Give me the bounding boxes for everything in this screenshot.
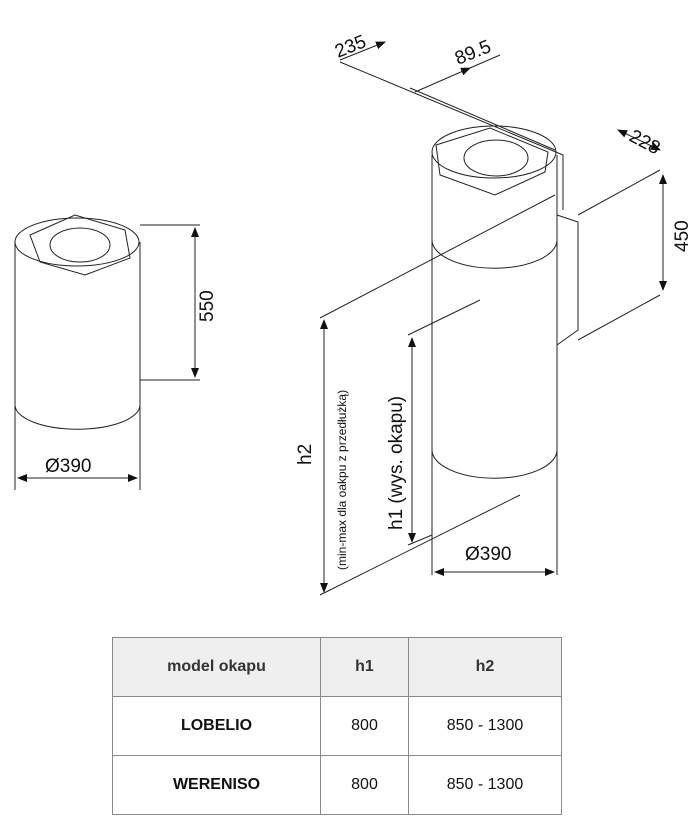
header-model: model okapu xyxy=(112,637,321,697)
table-row: LOBELIO 800 850 - 1300 xyxy=(112,696,562,756)
left-height-label: 550 xyxy=(197,290,218,322)
header-h1: h1 xyxy=(320,637,409,697)
right-dimension-lines xyxy=(319,41,667,596)
dim-89-5-label: 89.5 xyxy=(452,36,494,69)
right-hood-outline xyxy=(431,125,579,575)
h2-label: h2 xyxy=(295,444,316,465)
header-h2: h2 xyxy=(408,637,562,697)
table-header-row: model okapu h1 h2 xyxy=(112,637,562,697)
dim-450-label: 450 xyxy=(672,220,693,252)
cell-h2: 850 - 1300 xyxy=(408,755,562,815)
left-diameter-label: Ø390 xyxy=(45,456,91,477)
cell-model: WERENISO xyxy=(112,755,321,815)
dim-228-label: 228 xyxy=(626,126,664,159)
cell-h1: 800 xyxy=(320,696,409,756)
table-row: WERENISO 800 850 - 1300 xyxy=(112,755,562,815)
h2-note: (min-max dla oakpu z przedłużką) xyxy=(335,390,349,570)
left-hood-outline xyxy=(14,214,200,490)
cell-h2: 850 - 1300 xyxy=(408,696,562,756)
right-diameter-label: Ø390 xyxy=(465,544,511,565)
h1-label: h1 (wys. okapu) xyxy=(386,396,407,530)
model-dimensions-table: model okapu h1 h2 LOBELIO 800 850 - 1300… xyxy=(112,637,562,815)
technical-drawing: 550 Ø390 235 89.5 228 450 Ø390 h2 (min-m… xyxy=(14,31,693,596)
dim-235-label: 235 xyxy=(332,31,369,62)
cell-h1: 800 xyxy=(320,755,409,815)
cell-model: LOBELIO xyxy=(112,696,321,756)
